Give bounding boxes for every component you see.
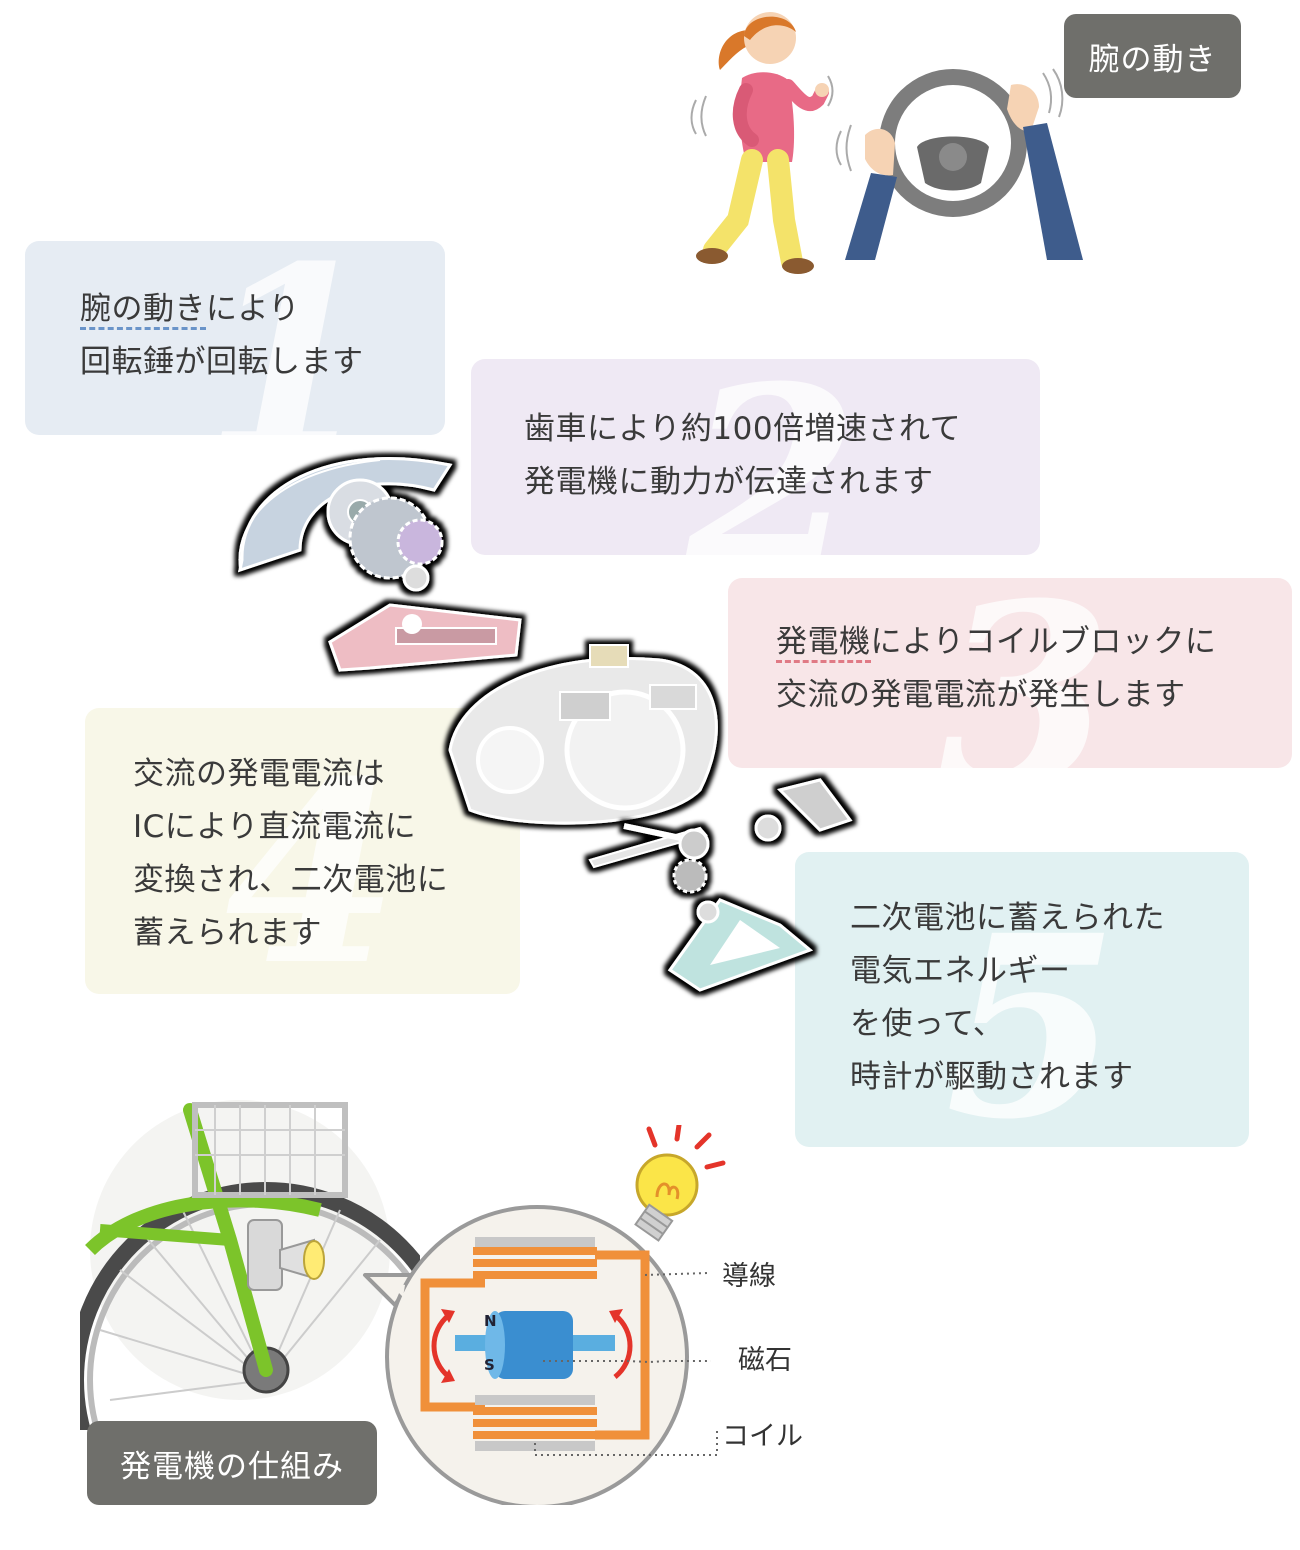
magnet-s-label: S: [484, 1356, 495, 1374]
coil-label: コイル: [722, 1421, 803, 1452]
generator-schematic: [363, 1205, 718, 1505]
arm-movement-underlined: 腕の動き: [80, 291, 206, 330]
generator-underlined: 発電機: [776, 624, 871, 663]
magnet-label: 磁石: [738, 1345, 792, 1376]
magnet-n-label: N: [484, 1312, 497, 1330]
step-card-1: 1 腕の動きにより 回転錘が回転します: [25, 241, 445, 435]
watch-movement-exploded-illustration: [238, 456, 853, 992]
generator-mechanism-tag: 発電機の仕組み: [87, 1421, 377, 1505]
step-4-line-3: 変換され、二次電池に: [133, 862, 449, 898]
step-2-line-2: 発電機に動力が伝達されます: [524, 464, 934, 500]
step-5-line-4: 時計が駆動されます: [850, 1059, 1134, 1095]
step-5-line-1: 二次電池に蓄えられた: [850, 900, 1165, 936]
step-5-line-2: 電気エネルギー: [850, 953, 1071, 989]
steering-wheel-illustration: [835, 68, 1083, 260]
step-2-line-1: 歯車により約100倍増速されて: [524, 411, 962, 447]
step-4-line-1: 交流の発電電流は: [133, 756, 385, 792]
walking-woman-illustration: [690, 12, 834, 274]
step-5-line-3: を使って、: [850, 1006, 1005, 1042]
step-3-line-2: 交流の発電電流が発生します: [776, 677, 1186, 713]
wire-label: 導線: [722, 1261, 776, 1292]
step-1-line-2: 回転錘が回転します: [80, 344, 364, 380]
bicycle-dynamo-illustration: [80, 1100, 420, 1430]
step-4-line-2: ICにより直流電流に: [133, 809, 417, 845]
step-4-line-4: 蓄えられます: [133, 915, 322, 951]
light-bulb-icon: [634, 1125, 726, 1242]
arm-movement-tag: 腕の動き: [1064, 14, 1241, 98]
